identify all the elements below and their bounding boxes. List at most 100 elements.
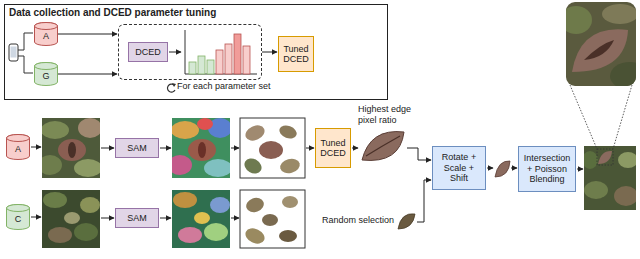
flow-arrow [577,169,583,170]
box-label: G [42,71,49,81]
segmented-photo [204,159,230,177]
mask-panel [259,141,283,159]
mask-panel [243,122,267,143]
mask-panel [277,123,298,140]
zoom-photo [566,2,636,86]
flow-arrow [407,148,431,160]
flow-connector [262,52,277,53]
cylinder-top [7,135,30,142]
mask-panel [279,157,302,176]
leaf-photo [42,190,100,248]
mask-panel [282,196,298,208]
segmented-photo [172,155,192,175]
phone-wire [18,33,33,50]
bar-chart [207,60,214,74]
random-leaf [398,214,415,229]
phone-icon [11,47,17,58]
segmented-photo [204,223,228,241]
cylinder-body [7,135,30,160]
zoom-photo [602,4,636,24]
database-cylinder: A [34,22,58,46]
box-label: SAM [127,143,147,153]
segmented-photo [194,212,210,224]
leaf-photo [74,223,98,241]
bar-chart [216,50,223,74]
box-label: A [43,31,49,41]
mask-panel [240,190,305,248]
bar-chart [189,62,196,74]
cylinder-top [35,23,58,30]
cylinder-body [35,23,58,46]
flow-arrow [101,218,114,219]
zoom-leader [613,85,632,149]
segmented-photo [172,118,230,178]
selected-leaf [362,132,404,161]
database-cylinder: C [6,204,30,230]
segmented-photo [172,190,230,248]
flow-connector [58,74,117,75]
cylinder-body [35,63,58,86]
zoom-leader [570,85,632,149]
flow-connector [58,34,117,35]
flow-arrow [31,217,41,218]
flow-arrow [160,148,171,149]
flow-arrow [231,148,239,149]
flow-arrow [306,148,314,149]
bar-chart [243,46,250,74]
box-label: A [15,144,21,154]
process-box: Tuned DCED [278,36,314,72]
flow-arrow [511,168,517,169]
transformed-leaf [495,161,510,177]
mask-panel [244,195,266,214]
flow-arrow [487,168,493,169]
mask-panel [240,118,305,178]
random-leaf [398,214,415,229]
segmented-photo [198,142,206,158]
loop-caption: For each parameter set [177,81,271,91]
segmented-photo [197,118,213,130]
phone-wire [18,56,33,73]
zoom-photo [572,29,628,72]
leaf-photo [48,227,72,243]
cycle-icon [167,83,176,92]
mask-panel [240,118,305,178]
flow-arrow [169,52,181,53]
box-label: Intersection + Poisson Blending [522,153,572,184]
segmented-photo [178,227,202,243]
segmented-photo [172,121,199,139]
process-box: DCED [128,42,168,62]
leaf-photo [42,118,100,178]
bar-chart [225,44,232,74]
bar-chart [185,30,257,74]
cylinder-body [7,205,30,230]
cylinder-top [35,63,58,70]
cycle-icon [172,83,176,87]
blended-photo [584,146,636,210]
box-label: Rotate + Scale + Shift [436,152,482,183]
segmented-photo [172,190,230,248]
mask-panel [262,214,278,226]
process-box: Tuned DCED [315,128,351,168]
flow-arrow [160,218,171,219]
phone-icon [9,44,18,61]
zoom-photo [584,40,614,60]
mask-panel [240,190,305,248]
panel-title: Data collection and DCED parameter tunin… [9,7,216,19]
selected-leaf [366,136,400,156]
leaf-photo [64,212,80,224]
database-cylinder: A [6,134,30,160]
leaf-photo [42,190,100,248]
blended-photo [614,186,636,206]
box-label: SAM [127,213,147,223]
annotation-label: Random selection [322,215,396,226]
box-label: C [15,214,22,224]
annotation-label: Highest edge pixel ratio [358,104,420,126]
process-box: Rotate + Scale + Shift [432,146,486,190]
bar-chart [198,56,205,74]
mask-panel [243,225,267,246]
flow-arrow [231,218,239,219]
phone-icon [9,44,18,61]
segmented-photo [210,197,230,213]
